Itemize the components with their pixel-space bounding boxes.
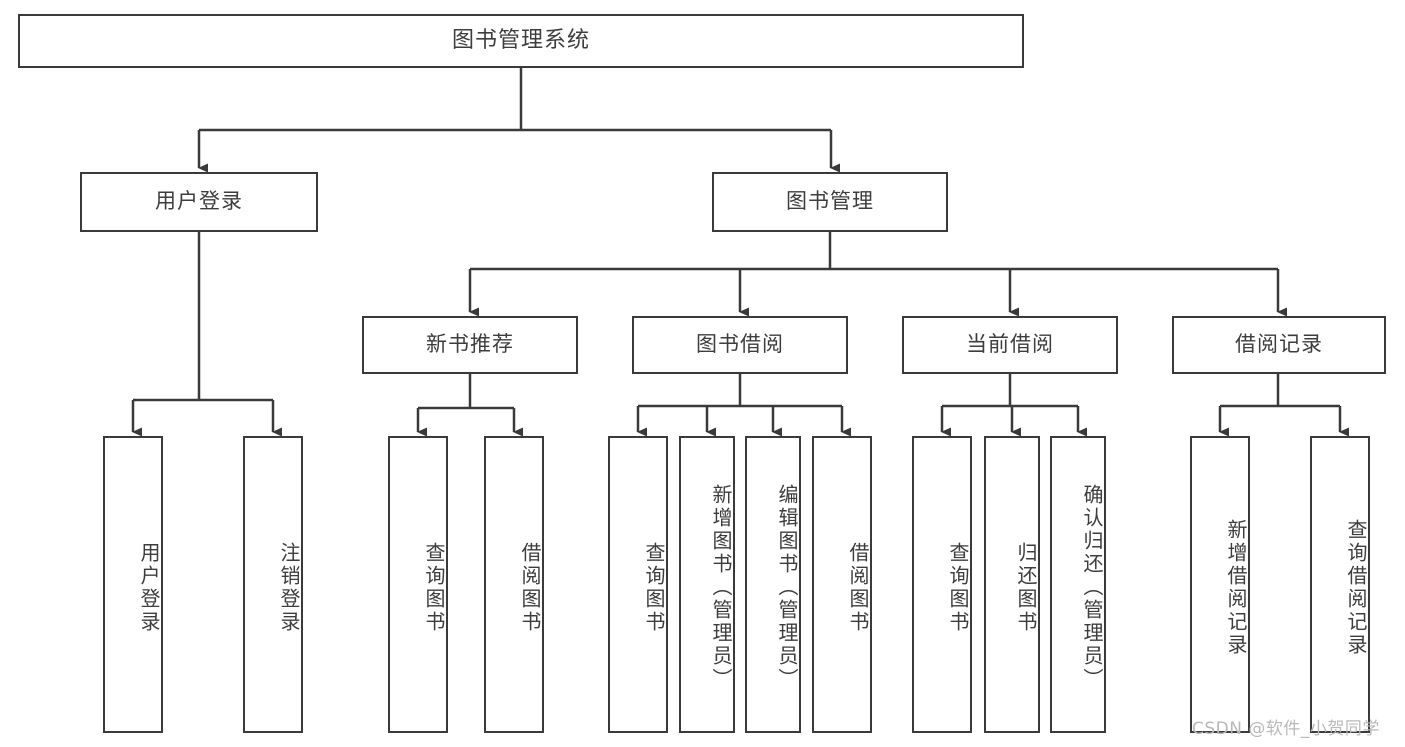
node-leaf-query-borrow-record[interactable]: 查询借阅记录 bbox=[1310, 436, 1370, 733]
node-leaf-confirm-return-admin[interactable]: 确认归还（管理员） bbox=[1050, 436, 1106, 733]
node-leaf-confirm-return-admin-label: 确认归还（管理员） bbox=[1080, 484, 1104, 691]
node-leaf-return-book[interactable]: 归还图书 bbox=[984, 436, 1040, 733]
node-leaf-return-book-label: 归还图书 bbox=[1014, 541, 1038, 634]
node-leaf-borrow-book-1-label: 借阅图书 bbox=[518, 541, 542, 634]
node-leaf-edit-book-admin[interactable]: 编辑图书（管理员） bbox=[745, 436, 801, 733]
node-leaf-add-borrow-record[interactable]: 新增借阅记录 bbox=[1190, 436, 1250, 733]
node-leaf-borrow-book-2[interactable]: 借阅图书 bbox=[812, 436, 872, 733]
node-leaf-add-book-admin[interactable]: 新增图书（管理员） bbox=[679, 436, 735, 733]
node-borrow-record-label: 借阅记录 bbox=[1235, 332, 1323, 357]
node-leaf-user-login[interactable]: 用户登录 bbox=[103, 436, 163, 733]
node-new-book-recommend[interactable]: 新书推荐 bbox=[362, 316, 578, 374]
node-leaf-user-login-label: 用户登录 bbox=[137, 541, 161, 634]
node-current-borrow-label: 当前借阅 bbox=[966, 332, 1054, 357]
node-user-login[interactable]: 用户登录 bbox=[80, 172, 318, 232]
node-root[interactable]: 图书管理系统 bbox=[18, 14, 1024, 68]
node-book-management-label: 图书管理 bbox=[786, 189, 874, 214]
node-leaf-edit-book-admin-label: 编辑图书（管理员） bbox=[775, 484, 799, 691]
node-leaf-query-book-3[interactable]: 查询图书 bbox=[912, 436, 972, 733]
node-book-borrow-label: 图书借阅 bbox=[696, 332, 784, 357]
node-leaf-user-logout[interactable]: 注销登录 bbox=[243, 436, 303, 733]
node-leaf-add-borrow-record-label: 新增借阅记录 bbox=[1224, 518, 1248, 657]
node-leaf-query-book-1[interactable]: 查询图书 bbox=[388, 436, 448, 733]
node-borrow-record[interactable]: 借阅记录 bbox=[1172, 316, 1386, 374]
csdn-watermark: CSDN @软件_小贺同学 bbox=[1192, 719, 1380, 739]
node-leaf-borrow-book-1[interactable]: 借阅图书 bbox=[484, 436, 544, 733]
node-leaf-query-book-1-label: 查询图书 bbox=[422, 541, 446, 634]
node-root-label: 图书管理系统 bbox=[451, 27, 590, 53]
node-current-borrow[interactable]: 当前借阅 bbox=[902, 316, 1118, 374]
node-book-management[interactable]: 图书管理 bbox=[712, 172, 948, 232]
node-new-book-recommend-label: 新书推荐 bbox=[426, 332, 514, 357]
node-leaf-query-borrow-record-label: 查询借阅记录 bbox=[1344, 518, 1368, 657]
node-leaf-borrow-book-2-label: 借阅图书 bbox=[846, 541, 870, 634]
node-leaf-query-book-3-label: 查询图书 bbox=[946, 541, 970, 634]
node-user-login-label: 用户登录 bbox=[155, 189, 243, 214]
node-leaf-user-logout-label: 注销登录 bbox=[277, 541, 301, 634]
node-leaf-add-book-admin-label: 新增图书（管理员） bbox=[709, 484, 733, 691]
node-leaf-query-book-2-label: 查询图书 bbox=[642, 541, 666, 634]
node-leaf-query-book-2[interactable]: 查询图书 bbox=[608, 436, 668, 733]
node-book-borrow[interactable]: 图书借阅 bbox=[632, 316, 848, 374]
